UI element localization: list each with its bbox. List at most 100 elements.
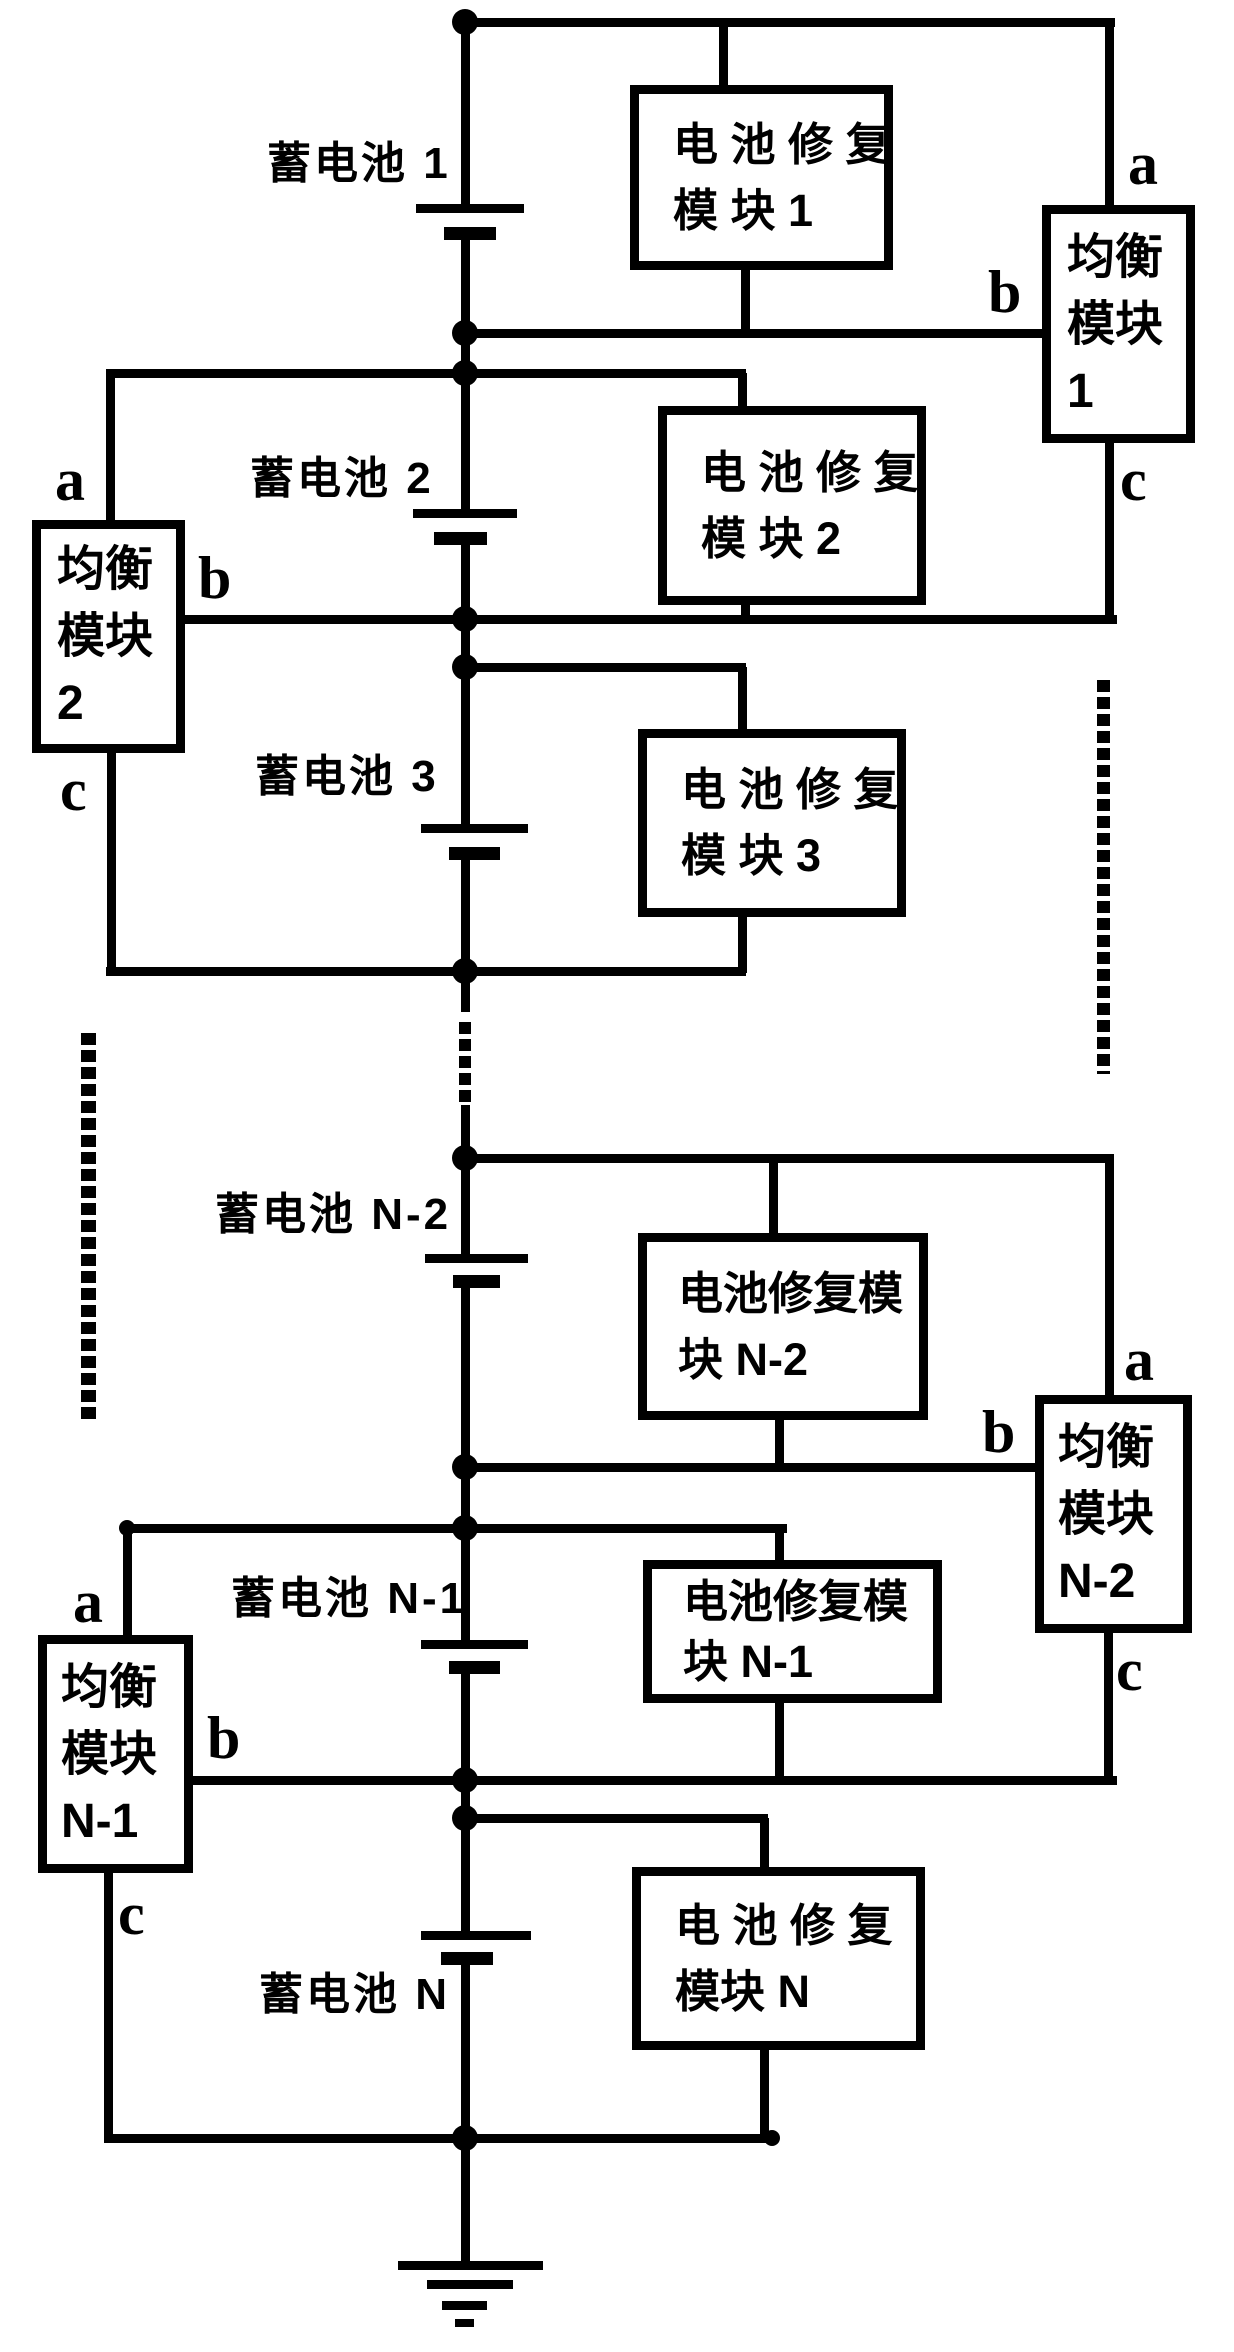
balance-module-N2-box: 均衡 模块 N-2 (1035, 1395, 1192, 1633)
wire-end-nub (764, 2130, 780, 2146)
repair-module-N-label-line1: 电 池 修 复 (675, 1899, 893, 1951)
balance-module-2-terminal-c: c (60, 757, 87, 823)
wire-repairN1-top-lead (775, 1528, 784, 1568)
repair-module-N1-label-line2: 块 N-1 (683, 1635, 814, 1687)
wire-balanceN1-a-lead (123, 1528, 132, 1642)
wire-repair3-bottom-lead (738, 913, 747, 973)
battery-2-label: 蓄电池 2 (250, 454, 434, 503)
balance-module-1-terminal-b: b (988, 259, 1022, 325)
wire-repair1-top-lead (719, 22, 728, 94)
balance-module-N1-label-line1: 均衡 (61, 1660, 158, 1714)
battery-2-long-plate (413, 509, 517, 518)
balance-module-1-terminal-c: c (1120, 447, 1147, 513)
wire-repairN2-top-lead (769, 1158, 778, 1240)
battery-N1-label: 蓄电池 N-1 (231, 1574, 468, 1623)
wire-batteryN-bottom-line (104, 2134, 777, 2143)
wire-repairN-top-lead (760, 1818, 769, 1874)
wire-end-nub (119, 1520, 135, 1536)
balance-module-1-label-line2: 模块 (1067, 297, 1164, 351)
balance-module-N1-terminal-b: b (207, 1705, 241, 1771)
main-bus-segment-4 (461, 856, 470, 1012)
wire-repairN2-bottom-lead (775, 1416, 784, 1469)
main-bus-segment-8 (461, 1963, 470, 2265)
wire-repair2-bottom-lead (741, 601, 750, 621)
battery-3-label: 蓄电池 3 (255, 752, 439, 801)
balance-module-2-terminal-b: b (198, 545, 232, 611)
balance-module-N1-box: 均衡 模块 N-1 (38, 1635, 193, 1873)
ground-icon (398, 2261, 543, 2270)
wire-balance2-c-lead (107, 749, 116, 973)
wire-balance1-b-line (461, 329, 1051, 338)
balance-module-N1-terminal-c: c (118, 1881, 145, 1947)
junction-dot (452, 2125, 478, 2151)
battery-N-label: 蓄电池 N (259, 1970, 450, 2019)
battery-1-short-plate (444, 227, 496, 240)
repair-module-3-label-line2: 模 块 3 (681, 830, 822, 881)
balance-module-N2-label-line3: N-2 (1058, 1554, 1136, 1608)
wire-batteryN2-top-line (461, 1154, 1114, 1163)
wire-balanceN2-c-lead (1104, 1629, 1113, 1782)
wire-balance2-a-lead (106, 373, 115, 525)
main-bus-dashed-continuation (459, 1022, 471, 1102)
battery-N-short-plate (441, 1952, 493, 1965)
repair-module-3-box: 电 池 修 复 模 块 3 (638, 729, 906, 917)
battery-N2-label: 蓄电池 N-2 (215, 1190, 452, 1239)
battery-3-short-plate (449, 847, 500, 860)
repair-module-2-label-line2: 模 块 2 (701, 512, 842, 564)
battery-1-label: 蓄电池 1 (267, 139, 451, 188)
balance-module-2-label-line3: 2 (57, 677, 84, 730)
ground-icon-line3 (442, 2301, 487, 2310)
repair-module-N-label-line2: 模块 N (675, 1965, 811, 2017)
balance-module-1-terminal-a: a (1128, 131, 1158, 197)
wire-balance1-c-lead (1105, 441, 1114, 623)
wire-balance2-b-line (185, 615, 1117, 624)
repair-module-1-label-line2: 模 块 1 (673, 184, 814, 236)
wire-battery2-top-line (106, 369, 746, 378)
balance-module-N2-terminal-c: c (1116, 1637, 1143, 1703)
wire-repair3-top-lead (738, 667, 747, 737)
balance-module-2-terminal-a: a (55, 447, 85, 513)
junction-dot (452, 1145, 478, 1171)
junction-dot (452, 9, 478, 35)
battery-N1-long-plate (421, 1640, 528, 1649)
ground-icon-line2 (427, 2280, 513, 2289)
repair-module-2-box: 电 池 修 复 模 块 2 (658, 406, 926, 605)
repair-module-N1-label-line1: 电池修复模 (683, 1575, 909, 1627)
wire-repairN1-bottom-lead (775, 1699, 784, 1782)
wire-repair1-bottom-lead (741, 268, 750, 336)
battery-1-long-plate (416, 204, 524, 213)
balance-module-1-label-line1: 均衡 (1067, 230, 1164, 284)
battery-N2-long-plate (425, 1254, 528, 1263)
battery-N-long-plate (421, 1931, 531, 1940)
wire-batteryN-top-line (461, 1814, 768, 1823)
junction-dot (452, 1454, 478, 1480)
main-bus-segment-5 (461, 1105, 470, 1260)
balance-module-N2-terminal-a: a (1124, 1327, 1154, 1393)
wire-repair2-top-lead (738, 373, 747, 415)
balance-module-N2-label-line2: 模块 (1058, 1487, 1155, 1541)
wire-repairN-bottom-lead (760, 2046, 769, 2140)
junction-dot (452, 1805, 478, 1831)
battery-3-long-plate (421, 824, 528, 833)
balance-module-1-label-line3: 1 (1067, 364, 1094, 418)
battery-N1-short-plate (449, 1661, 500, 1674)
balance-module-2-box: 均衡 模块 2 (32, 520, 185, 753)
wire-balanceN1-c-lead (104, 1869, 113, 2140)
wire-balanceN2-b-line (461, 1463, 1044, 1472)
balance-module-2-label-line2: 模块 (57, 610, 154, 663)
balance-module-N2-terminal-b: b (982, 1399, 1016, 1465)
wire-balance1-a-lead (1105, 22, 1114, 214)
ground-icon-line4 (455, 2319, 474, 2327)
repair-module-N2-label-line1: 电池修复模 (678, 1267, 904, 1319)
junction-dot (452, 654, 478, 680)
balance-module-1-box: 均衡 模块 1 (1042, 205, 1195, 443)
wire-battery3-top-line (461, 663, 746, 672)
left-dashed-continuation (81, 1033, 96, 1423)
wire-balanceN2-a-lead (1105, 1158, 1114, 1402)
junction-dot (452, 1515, 478, 1541)
junction-dot (452, 958, 478, 984)
repair-module-1-label-line1: 电 池 修 复 (673, 118, 891, 170)
battery-2-short-plate (434, 532, 487, 545)
balance-module-N1-label-line3: N-1 (61, 1794, 139, 1848)
